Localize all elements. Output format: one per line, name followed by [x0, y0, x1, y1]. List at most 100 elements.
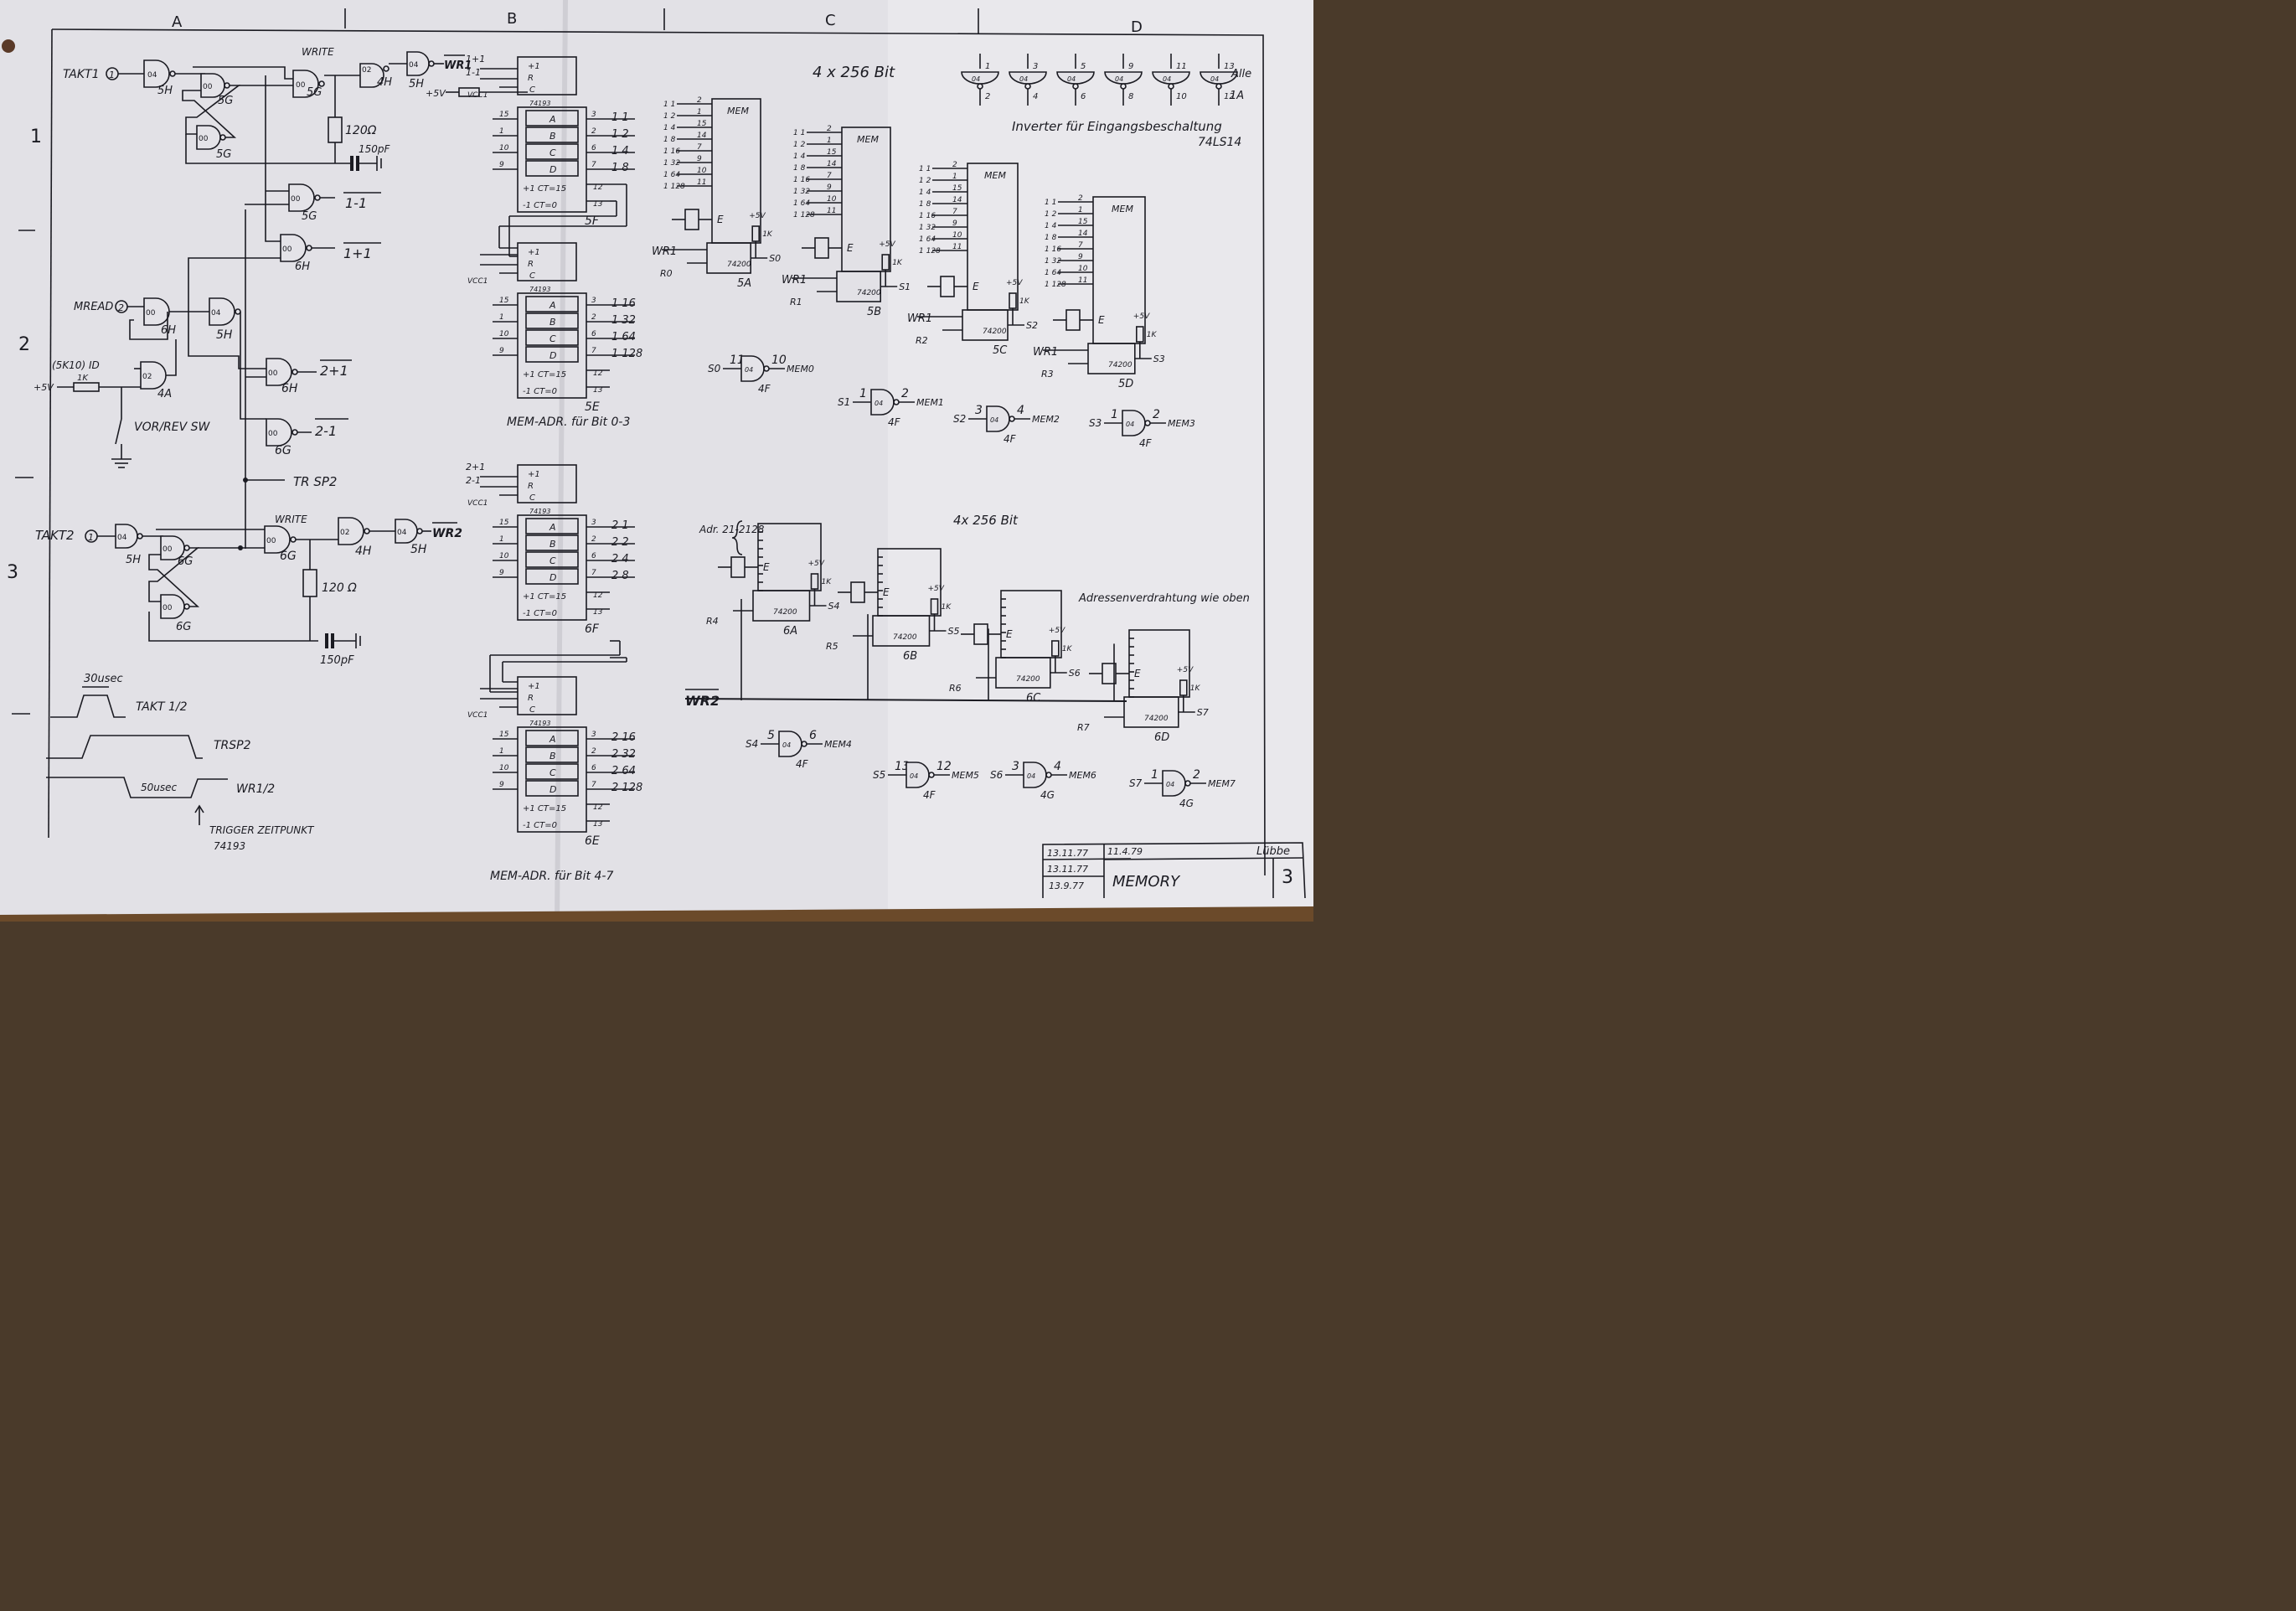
mem-address-input: 1 128 — [1045, 281, 1066, 289]
mem-address-input: 1 1 — [793, 129, 805, 137]
pin-number: 3 — [1033, 62, 1038, 71]
memory-chips-bottom: E74200R4+5V1KS46AE74200R5+5V1KS56BE74200… — [706, 523, 1209, 744]
counter-pin: B — [549, 317, 556, 328]
inverter-caption: Inverter für Eingangsbeschaltung — [1012, 119, 1222, 134]
wr2-bus-label: WR2 — [685, 693, 720, 709]
mem-s-output: S4 — [828, 601, 840, 612]
schematic-drawing: A B C D 1 2 3 TAKT1 1 04 5H 00 5G 00 5G … — [0, 0, 1313, 922]
gate-ic: 4G — [1179, 798, 1194, 809]
mem-chip-type: 74200 — [893, 633, 917, 642]
svg-text:6H: 6H — [281, 382, 298, 395]
counter-pin: A — [549, 734, 556, 745]
svg-text:5H: 5H — [409, 78, 424, 90]
pin-number: 2 — [591, 313, 596, 322]
address-output: 1 16 — [611, 297, 636, 310]
resistor-value: 1K — [942, 603, 952, 612]
mem-s-output: S6 — [1069, 668, 1081, 679]
counter-input: 2-1 — [466, 475, 481, 486]
counter-pin: A — [549, 114, 556, 125]
mem-address-input: 1 8 — [663, 136, 676, 144]
mread-section: MREAD 2 00 6H 04 5H (5K10) ID +5V 1K 02 … — [34, 209, 352, 549]
address-output: 2 64 — [611, 765, 636, 777]
pin-number: 12 — [936, 760, 952, 773]
p11-signal: 1+1 — [343, 245, 372, 261]
ic-type: 74193 — [529, 100, 550, 107]
counter-pin: C — [549, 147, 556, 158]
pin-number: 13 — [593, 608, 603, 617]
svg-text:5G: 5G — [307, 86, 322, 99]
gate-input-signal: S6 — [990, 769, 1004, 781]
grid-col-c: C — [825, 12, 836, 29]
mem-chip-name: 5C — [993, 344, 1008, 357]
svg-text:5H: 5H — [410, 543, 427, 556]
gate-input-signal: S2 — [953, 413, 966, 425]
counter-name: 5E — [585, 400, 600, 414]
wr2-output: WR2 — [432, 527, 462, 540]
svg-text:+5V: +5V — [34, 382, 54, 393]
gate-type: 04 — [782, 741, 791, 749]
pin-number: 1 — [499, 747, 504, 756]
pin-number: 6 — [591, 764, 596, 772]
pin-number: 9 — [697, 155, 702, 163]
gate-input-signal: S0 — [708, 363, 721, 374]
pin-number: 4 — [1033, 92, 1038, 101]
counter-label: R — [528, 260, 534, 269]
sheet-number: 3 — [1282, 867, 1293, 888]
pin-number: 1 — [1111, 408, 1118, 421]
resistor-value: 1K — [762, 230, 773, 239]
address-output: 1 32 — [611, 314, 636, 327]
pin-number: 10 — [499, 764, 509, 772]
pin-number: 10 — [1078, 265, 1088, 273]
takt1-section: TAKT1 1 04 5H 00 5G 00 5G WRITE 00 5G 02… — [63, 46, 472, 273]
pin-number: 7 — [591, 161, 596, 169]
svg-text:120Ω: 120Ω — [345, 124, 377, 137]
pin-number: 2 — [591, 747, 596, 756]
pin-number: 7 — [591, 569, 596, 577]
mem-address-input: 1 8 — [919, 200, 931, 209]
mem-address-input: 1 2 — [919, 177, 931, 185]
date-1: 13.11.77 — [1047, 848, 1088, 859]
svg-text:00: 00 — [163, 604, 173, 612]
svg-text:4H: 4H — [355, 545, 372, 558]
gate-type: 04 — [972, 75, 980, 83]
svg-text:1A: 1A — [1230, 90, 1244, 102]
pin-number: 6 — [591, 552, 596, 560]
gate-input-signal: S1 — [838, 396, 850, 408]
mem-address-input: 1 128 — [919, 247, 941, 256]
vcc-label: VCC1 — [467, 91, 488, 100]
grid-row-3: 3 — [7, 562, 18, 583]
gate-type: 04 — [1166, 781, 1174, 788]
mem-chip-type: 74200 — [983, 328, 1007, 336]
svg-text:50usec: 50usec — [141, 782, 178, 793]
pin-number: 10 — [1176, 92, 1187, 101]
mem-chip-name: 6B — [903, 650, 917, 663]
plus5-label: +5V — [426, 88, 446, 99]
pin-number: 2 — [1193, 768, 1200, 782]
mem-address-input: 1 1 — [919, 165, 931, 173]
svg-text:TAKT 1/2: TAKT 1/2 — [136, 700, 188, 714]
mem-s-output: S2 — [1026, 320, 1038, 331]
counter-ct0: -1 CT=0 — [523, 609, 557, 618]
mem-address-input: 1 16 — [663, 147, 680, 156]
wr2-bus — [684, 698, 1127, 702]
svg-text:TRIGGER ZEITPUNKT: TRIGGER ZEITPUNKT — [209, 824, 315, 836]
pin-number: 15 — [827, 148, 837, 157]
counter-label: +1 — [528, 248, 540, 257]
counter-name: 6F — [585, 622, 600, 636]
svg-text:74193: 74193 — [214, 840, 245, 852]
heading-4x256: 4 x 256 Bit — [813, 64, 895, 81]
mem-enable: E — [973, 281, 979, 292]
date-2: 13.11.77 — [1047, 864, 1088, 875]
pin-number: 8 — [1128, 92, 1133, 101]
counter-label: +1 — [528, 470, 540, 479]
svg-text:00: 00 — [282, 245, 292, 254]
pin-number: 9 — [499, 781, 504, 789]
mem-chip-type: 74200 — [773, 608, 797, 617]
counter-pin: B — [549, 751, 556, 762]
